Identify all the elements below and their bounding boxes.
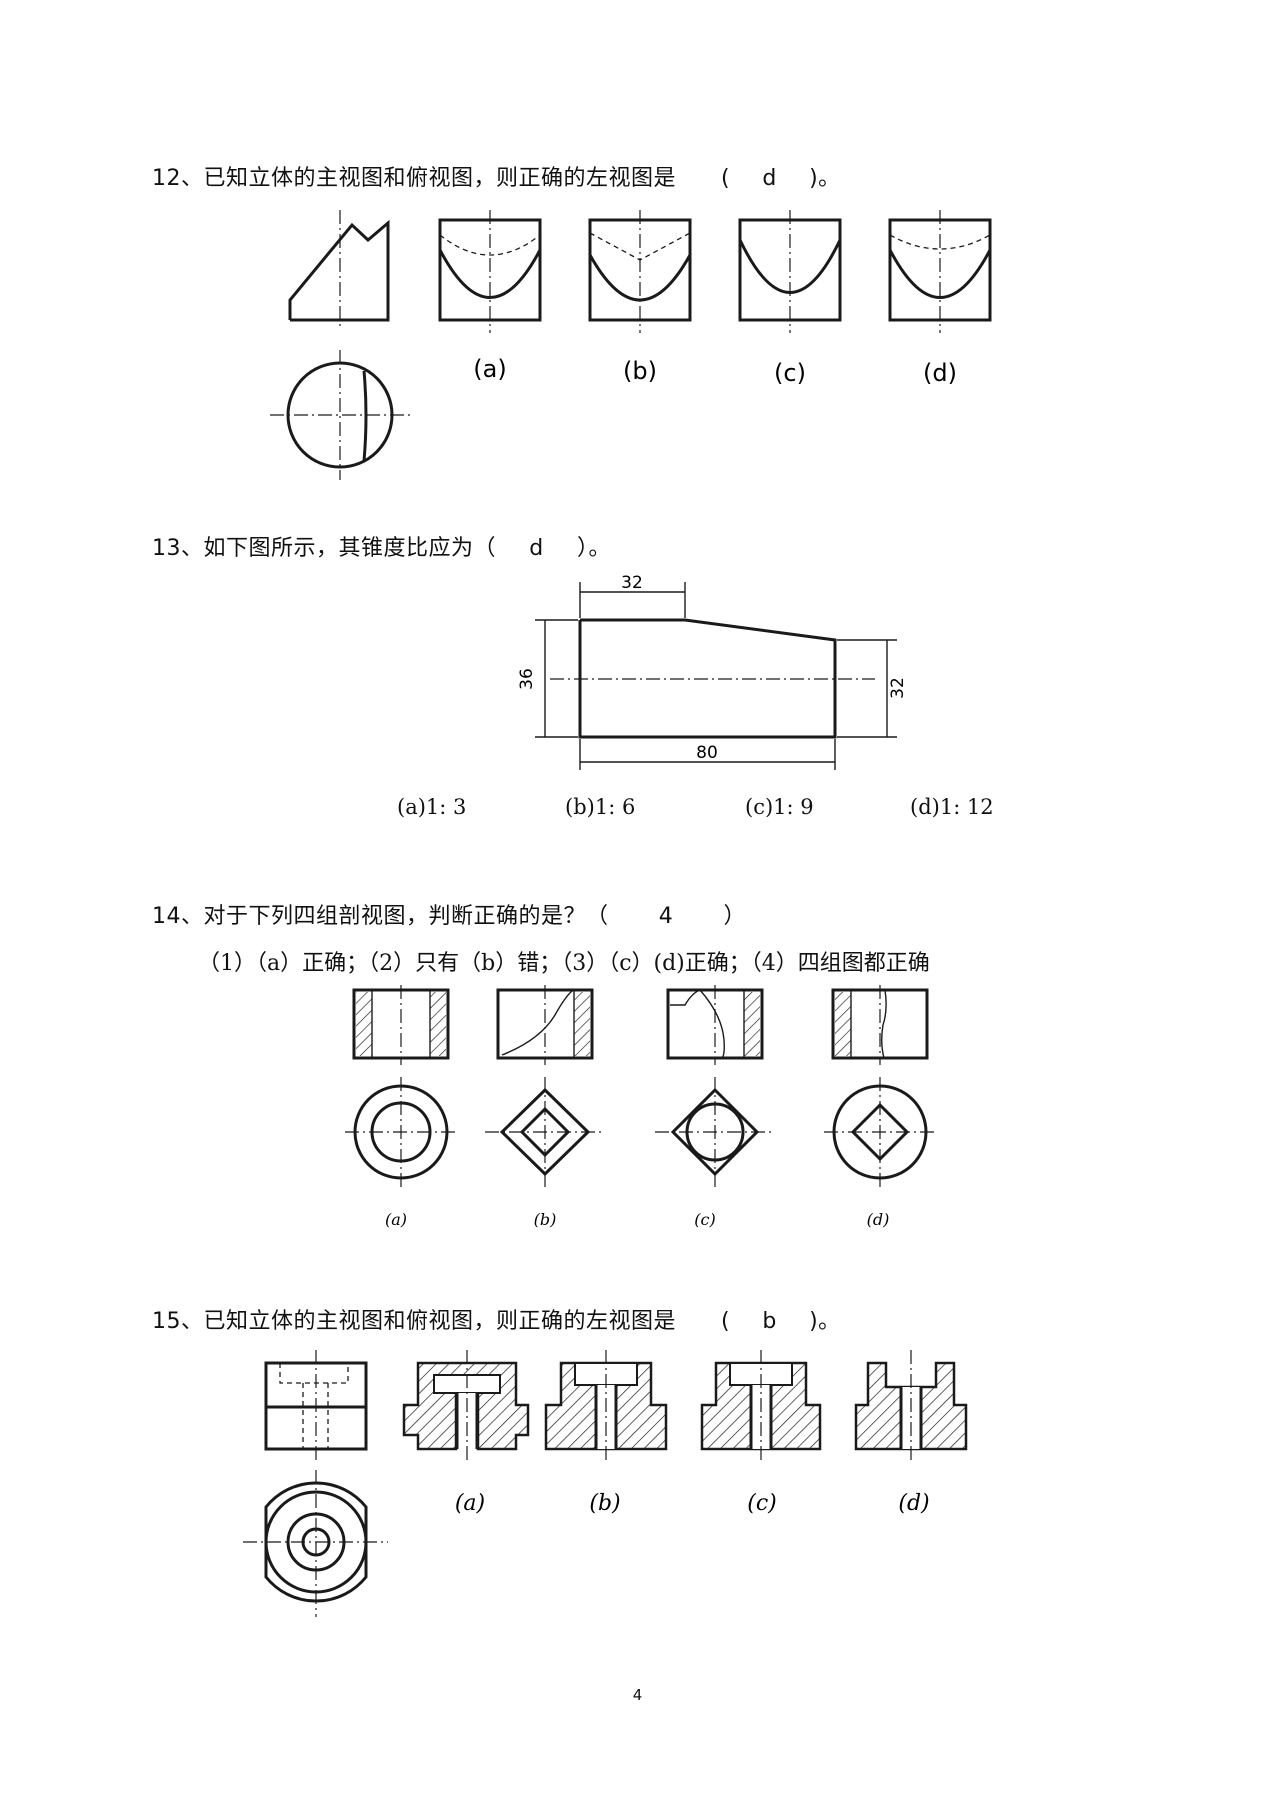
q12-figure: (a) (b) (c) (d) <box>270 210 992 480</box>
q15-front-view <box>264 1350 368 1463</box>
q12-top-view <box>270 350 410 480</box>
page-number: 4 <box>632 1686 643 1704</box>
q12-label-a: (a) <box>473 355 506 383</box>
q12-option-b <box>588 210 692 333</box>
q15-answer: b <box>762 1309 777 1334</box>
q13-dim-bottom-label: 80 <box>696 743 718 763</box>
q13-dim-left: 36 <box>517 619 578 738</box>
q13-option-a: (a)1: 3 <box>397 795 467 819</box>
q14-group-c <box>655 985 775 1187</box>
q15-option-d <box>854 1350 968 1463</box>
q14-answer: 4 <box>658 904 674 929</box>
q12-front-view <box>288 210 390 330</box>
q15-title: 15、已知立体的主视图和俯视图，则正确的左视图是 ( b )。 <box>152 1303 841 1335</box>
q12-answer: d <box>762 166 777 191</box>
q13-dim-top: 32 <box>579 573 686 618</box>
q14-close: ） <box>723 904 747 929</box>
q13-option-b: (b)1: 6 <box>565 795 636 819</box>
q14-group-d <box>824 985 937 1187</box>
q14-choices: （1）（a）正确；（2）只有（b）错；（3）（c）(d)正确；（4）四组图都正确 <box>198 951 930 976</box>
q13-dim-top-label: 32 <box>621 573 643 593</box>
q14-label-d: (d) <box>867 1210 890 1229</box>
q13-dim-right-label: 32 <box>888 677 908 699</box>
q12-option-d <box>888 210 992 333</box>
q14-group-b <box>485 985 605 1187</box>
q15-top-view <box>243 1470 388 1617</box>
q14-label-b: (b) <box>534 1210 557 1229</box>
q13-dim-left-label: 36 <box>517 668 537 690</box>
q13-options: (a)1: 3 (b)1: 6 (c)1: 9 (d)1: 12 <box>0 795 1275 829</box>
q15-figure: (a) (b) (c) (d) <box>243 1350 968 1617</box>
q12-prefix: 12、已知立体的主视图和俯视图，则正确的左视图是 <box>152 166 676 191</box>
q14-figure: (a) (b) (c) (d) <box>345 985 937 1229</box>
q12-close-paren: )。 <box>809 166 841 191</box>
q13-option-d: (d)1: 12 <box>910 795 994 819</box>
q13-title: 13、如下图所示，其锥度比应为（ d ）。 <box>152 530 611 562</box>
q15-close-paren: )。 <box>809 1309 841 1334</box>
q12-option-a <box>438 210 542 333</box>
q13-prefix: 13、如下图所示，其锥度比应为（ <box>152 536 496 561</box>
q15-label-d: (d) <box>898 1491 929 1516</box>
q14-label-a: (a) <box>385 1210 407 1229</box>
q15-label-c: (c) <box>747 1491 777 1516</box>
q15-label-b: (b) <box>589 1491 620 1516</box>
q13-figure: 32 36 32 80 <box>517 573 908 770</box>
q14-label-c: (c) <box>694 1210 715 1229</box>
q13-option-c: (c)1: 9 <box>745 795 814 819</box>
q14-title: 14、对于下列四组剖视图，判断正确的是？（ 4 ） <box>152 898 746 930</box>
q12-label-c: (c) <box>774 359 806 387</box>
q15-label-a: (a) <box>455 1491 485 1516</box>
q12-open-paren: ( <box>721 166 731 191</box>
q15-option-a <box>402 1350 530 1463</box>
q15-prefix: 15、已知立体的主视图和俯视图，则正确的左视图是 <box>152 1309 676 1334</box>
q12-option-c <box>738 210 842 333</box>
q15-open-paren: ( <box>721 1309 731 1334</box>
q13-dim-bottom: 80 <box>579 739 836 770</box>
q13-tapered-shaft <box>550 618 875 739</box>
q12-label-d: (d) <box>923 359 957 387</box>
q13-answer: d <box>529 536 544 561</box>
q13-dim-right: 32 <box>837 639 908 738</box>
q13-close: ）。 <box>577 536 612 561</box>
q15-option-c <box>700 1350 822 1463</box>
q14-group-a <box>345 985 458 1187</box>
q15-option-b <box>544 1350 668 1463</box>
q12-label-b: (b) <box>623 357 657 385</box>
q14-prefix: 14、对于下列四组剖视图，判断正确的是？（ <box>152 904 609 929</box>
q12-title: 12、已知立体的主视图和俯视图，则正确的左视图是 ( d )。 <box>152 160 841 192</box>
